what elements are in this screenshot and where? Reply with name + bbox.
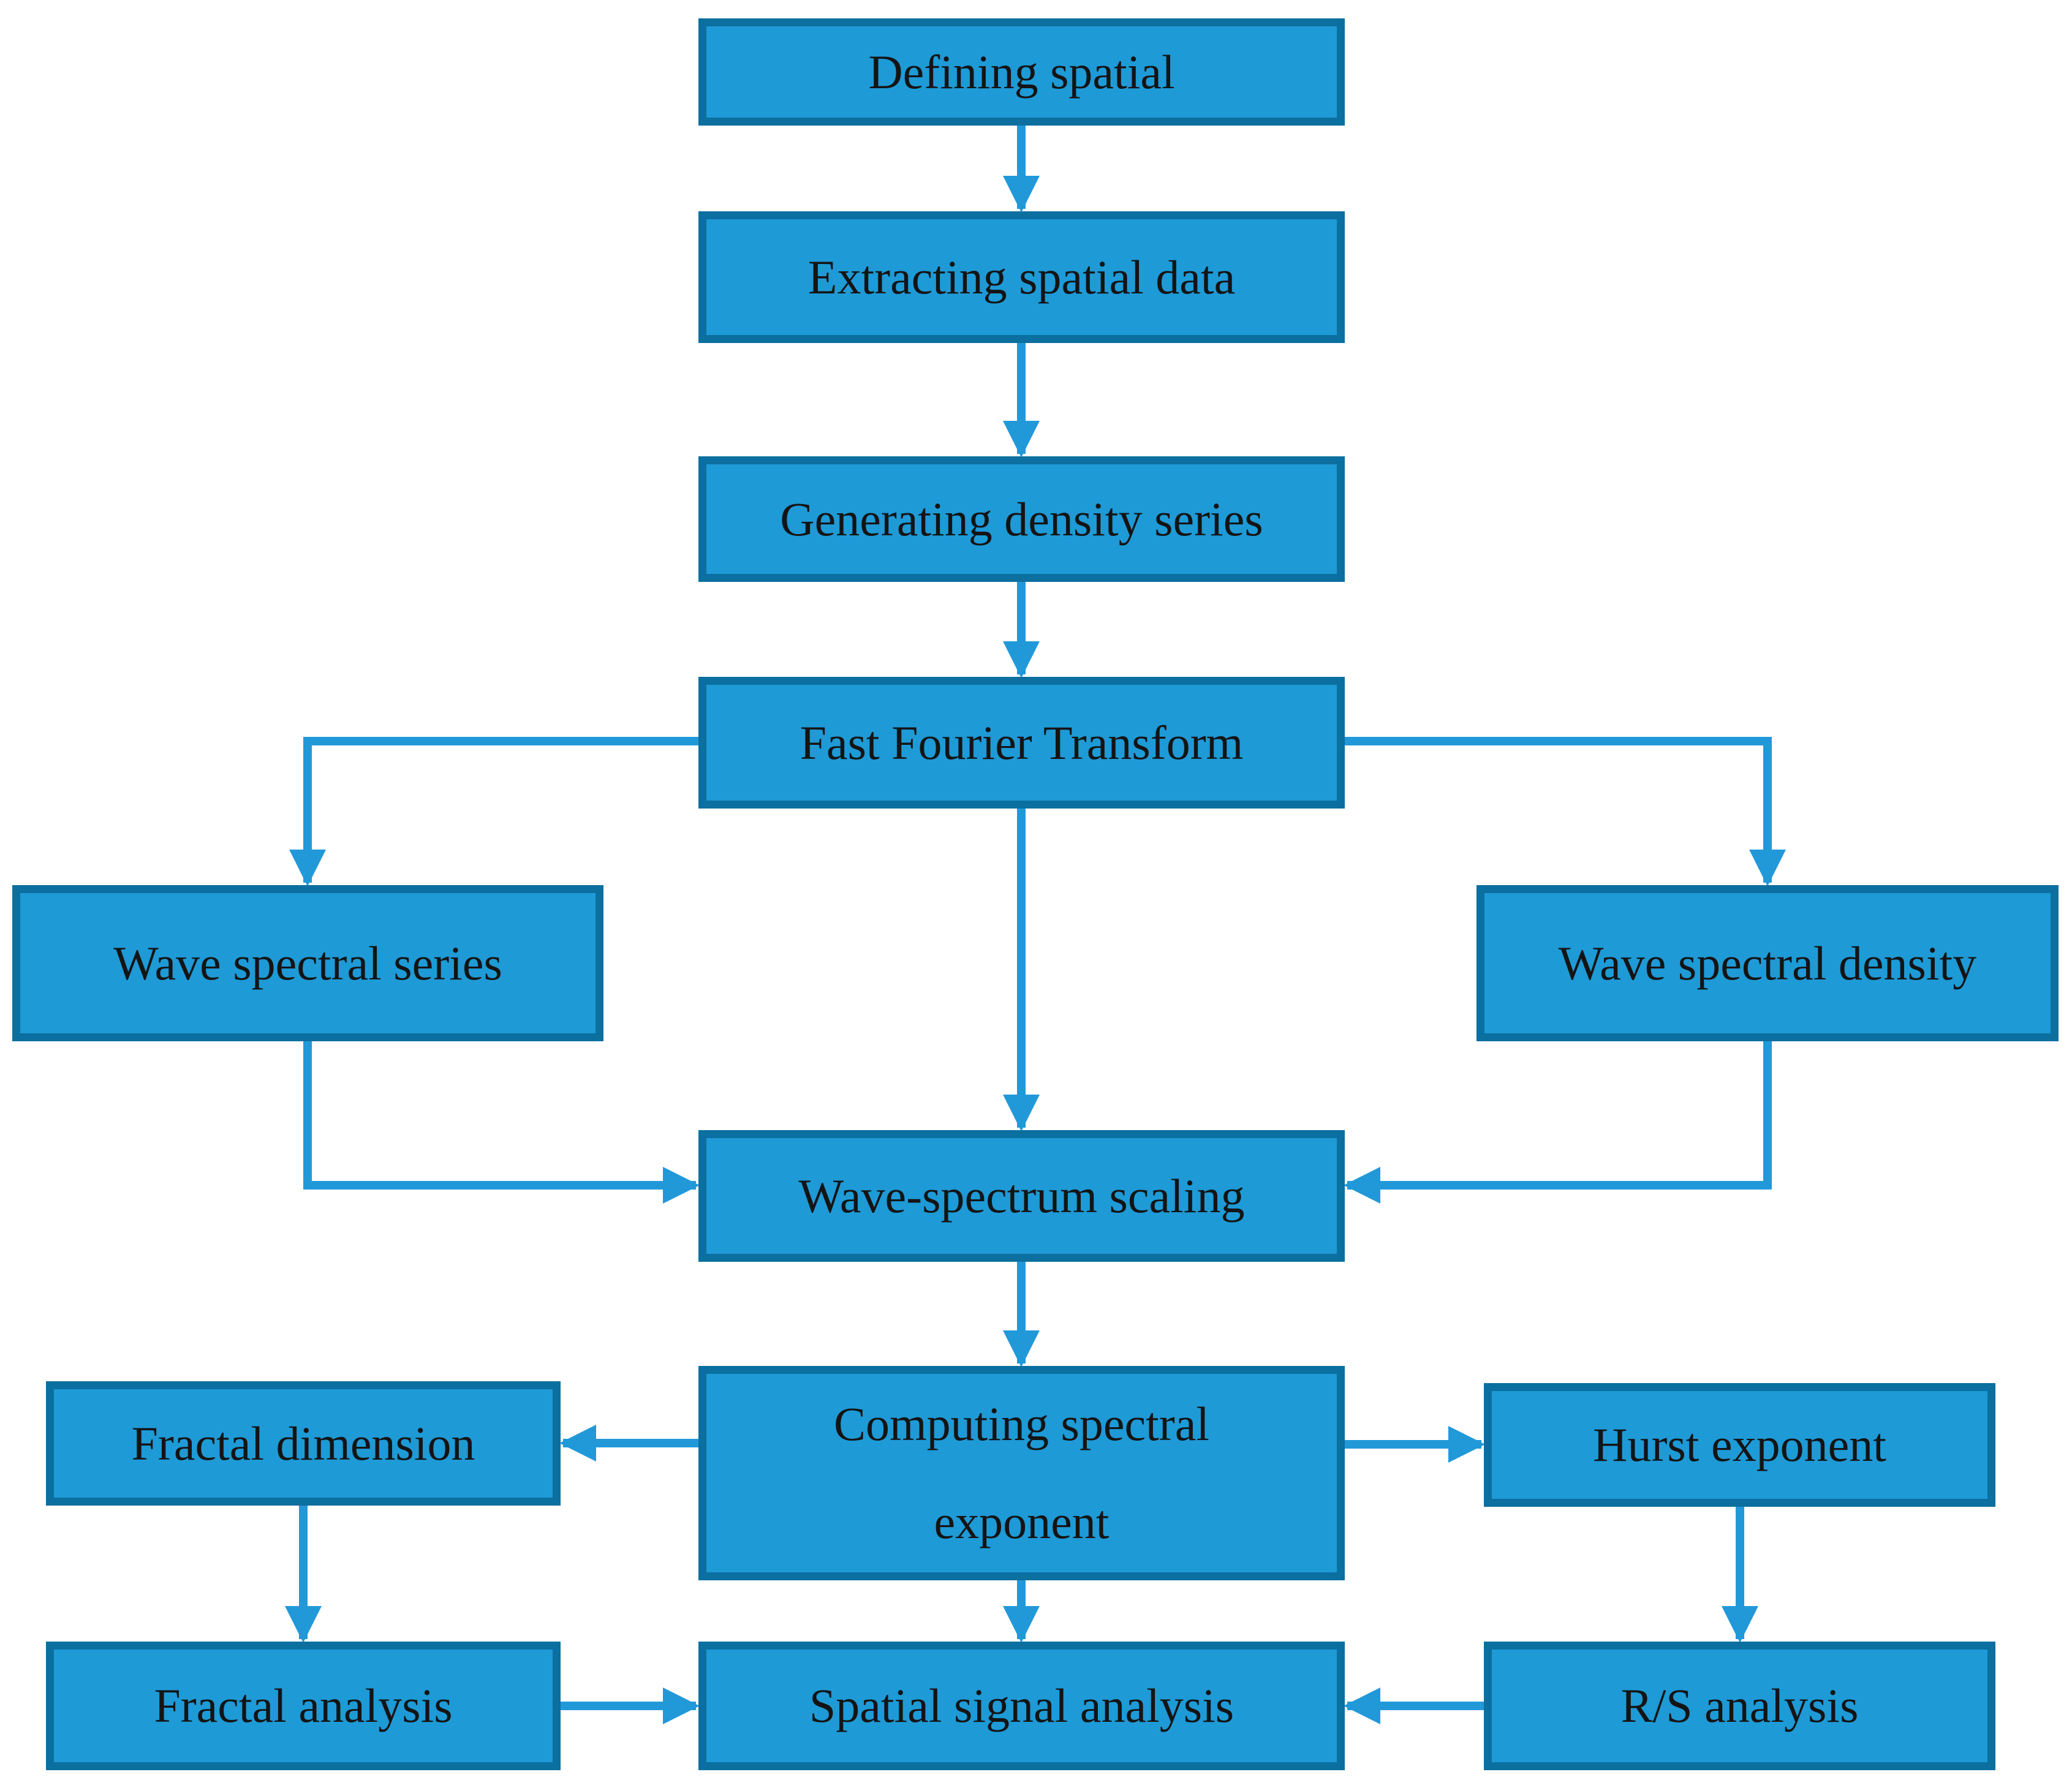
node-hurst-exponent-label: Hurst exponent: [1593, 1418, 1886, 1472]
node-wave-spectral-density: Wave spectral density: [1476, 885, 2059, 1041]
node-fractal-analysis: Fractal analysis: [46, 1642, 561, 1770]
node-wave-spectrum-scaling: Wave-spectrum scaling: [698, 1130, 1345, 1262]
node-defining-spatial-label: Defining spatial: [868, 45, 1175, 99]
node-computing-spectral-exponent: Computing spectral exponent: [698, 1366, 1345, 1580]
node-defining-spatial: Defining spatial: [698, 18, 1345, 126]
node-computing-spectral-exponent-label: Computing spectral exponent: [833, 1397, 1210, 1548]
node-wave-spectral-density-label: Wave spectral density: [1558, 936, 1977, 990]
node-spatial-signal-analysis: Spatial signal analysis: [698, 1642, 1345, 1770]
node-fast-fourier-transform-label: Fast Fourier Transform: [800, 715, 1244, 769]
node-hurst-exponent: Hurst exponent: [1484, 1383, 1995, 1507]
node-generating-density-series: Generating density series: [698, 456, 1345, 582]
node-wave-spectral-series: Wave spectral series: [12, 885, 603, 1041]
node-fractal-dimension: Fractal dimension: [46, 1381, 561, 1506]
arrow-fft-to-wave-spectral-series: [289, 737, 698, 887]
node-fractal-analysis-label: Fractal analysis: [154, 1679, 453, 1733]
node-fast-fourier-transform: Fast Fourier Transform: [698, 677, 1345, 809]
node-generating-density-series-label: Generating density series: [780, 492, 1263, 546]
node-extracting-spatial-data: Extracting spatial data: [698, 211, 1345, 343]
node-wave-spectrum-scaling-label: Wave-spectrum scaling: [798, 1169, 1245, 1223]
node-fractal-dimension-label: Fractal dimension: [131, 1416, 475, 1470]
node-rs-analysis: R/S analysis: [1484, 1642, 1995, 1770]
node-extracting-spatial-data-label: Extracting spatial data: [807, 250, 1236, 304]
arrow-series-to-wave-spectrum-scaling: [303, 1041, 700, 1204]
node-rs-analysis-label: R/S analysis: [1620, 1679, 1859, 1733]
arrow-fft-to-wave-spectral-density: [1345, 737, 1787, 887]
arrow-density-to-wave-spectrum-scaling: [1343, 1041, 1772, 1204]
node-spatial-signal-analysis-label: Spatial signal analysis: [809, 1679, 1235, 1733]
node-wave-spectral-series-label: Wave spectral series: [113, 936, 502, 990]
